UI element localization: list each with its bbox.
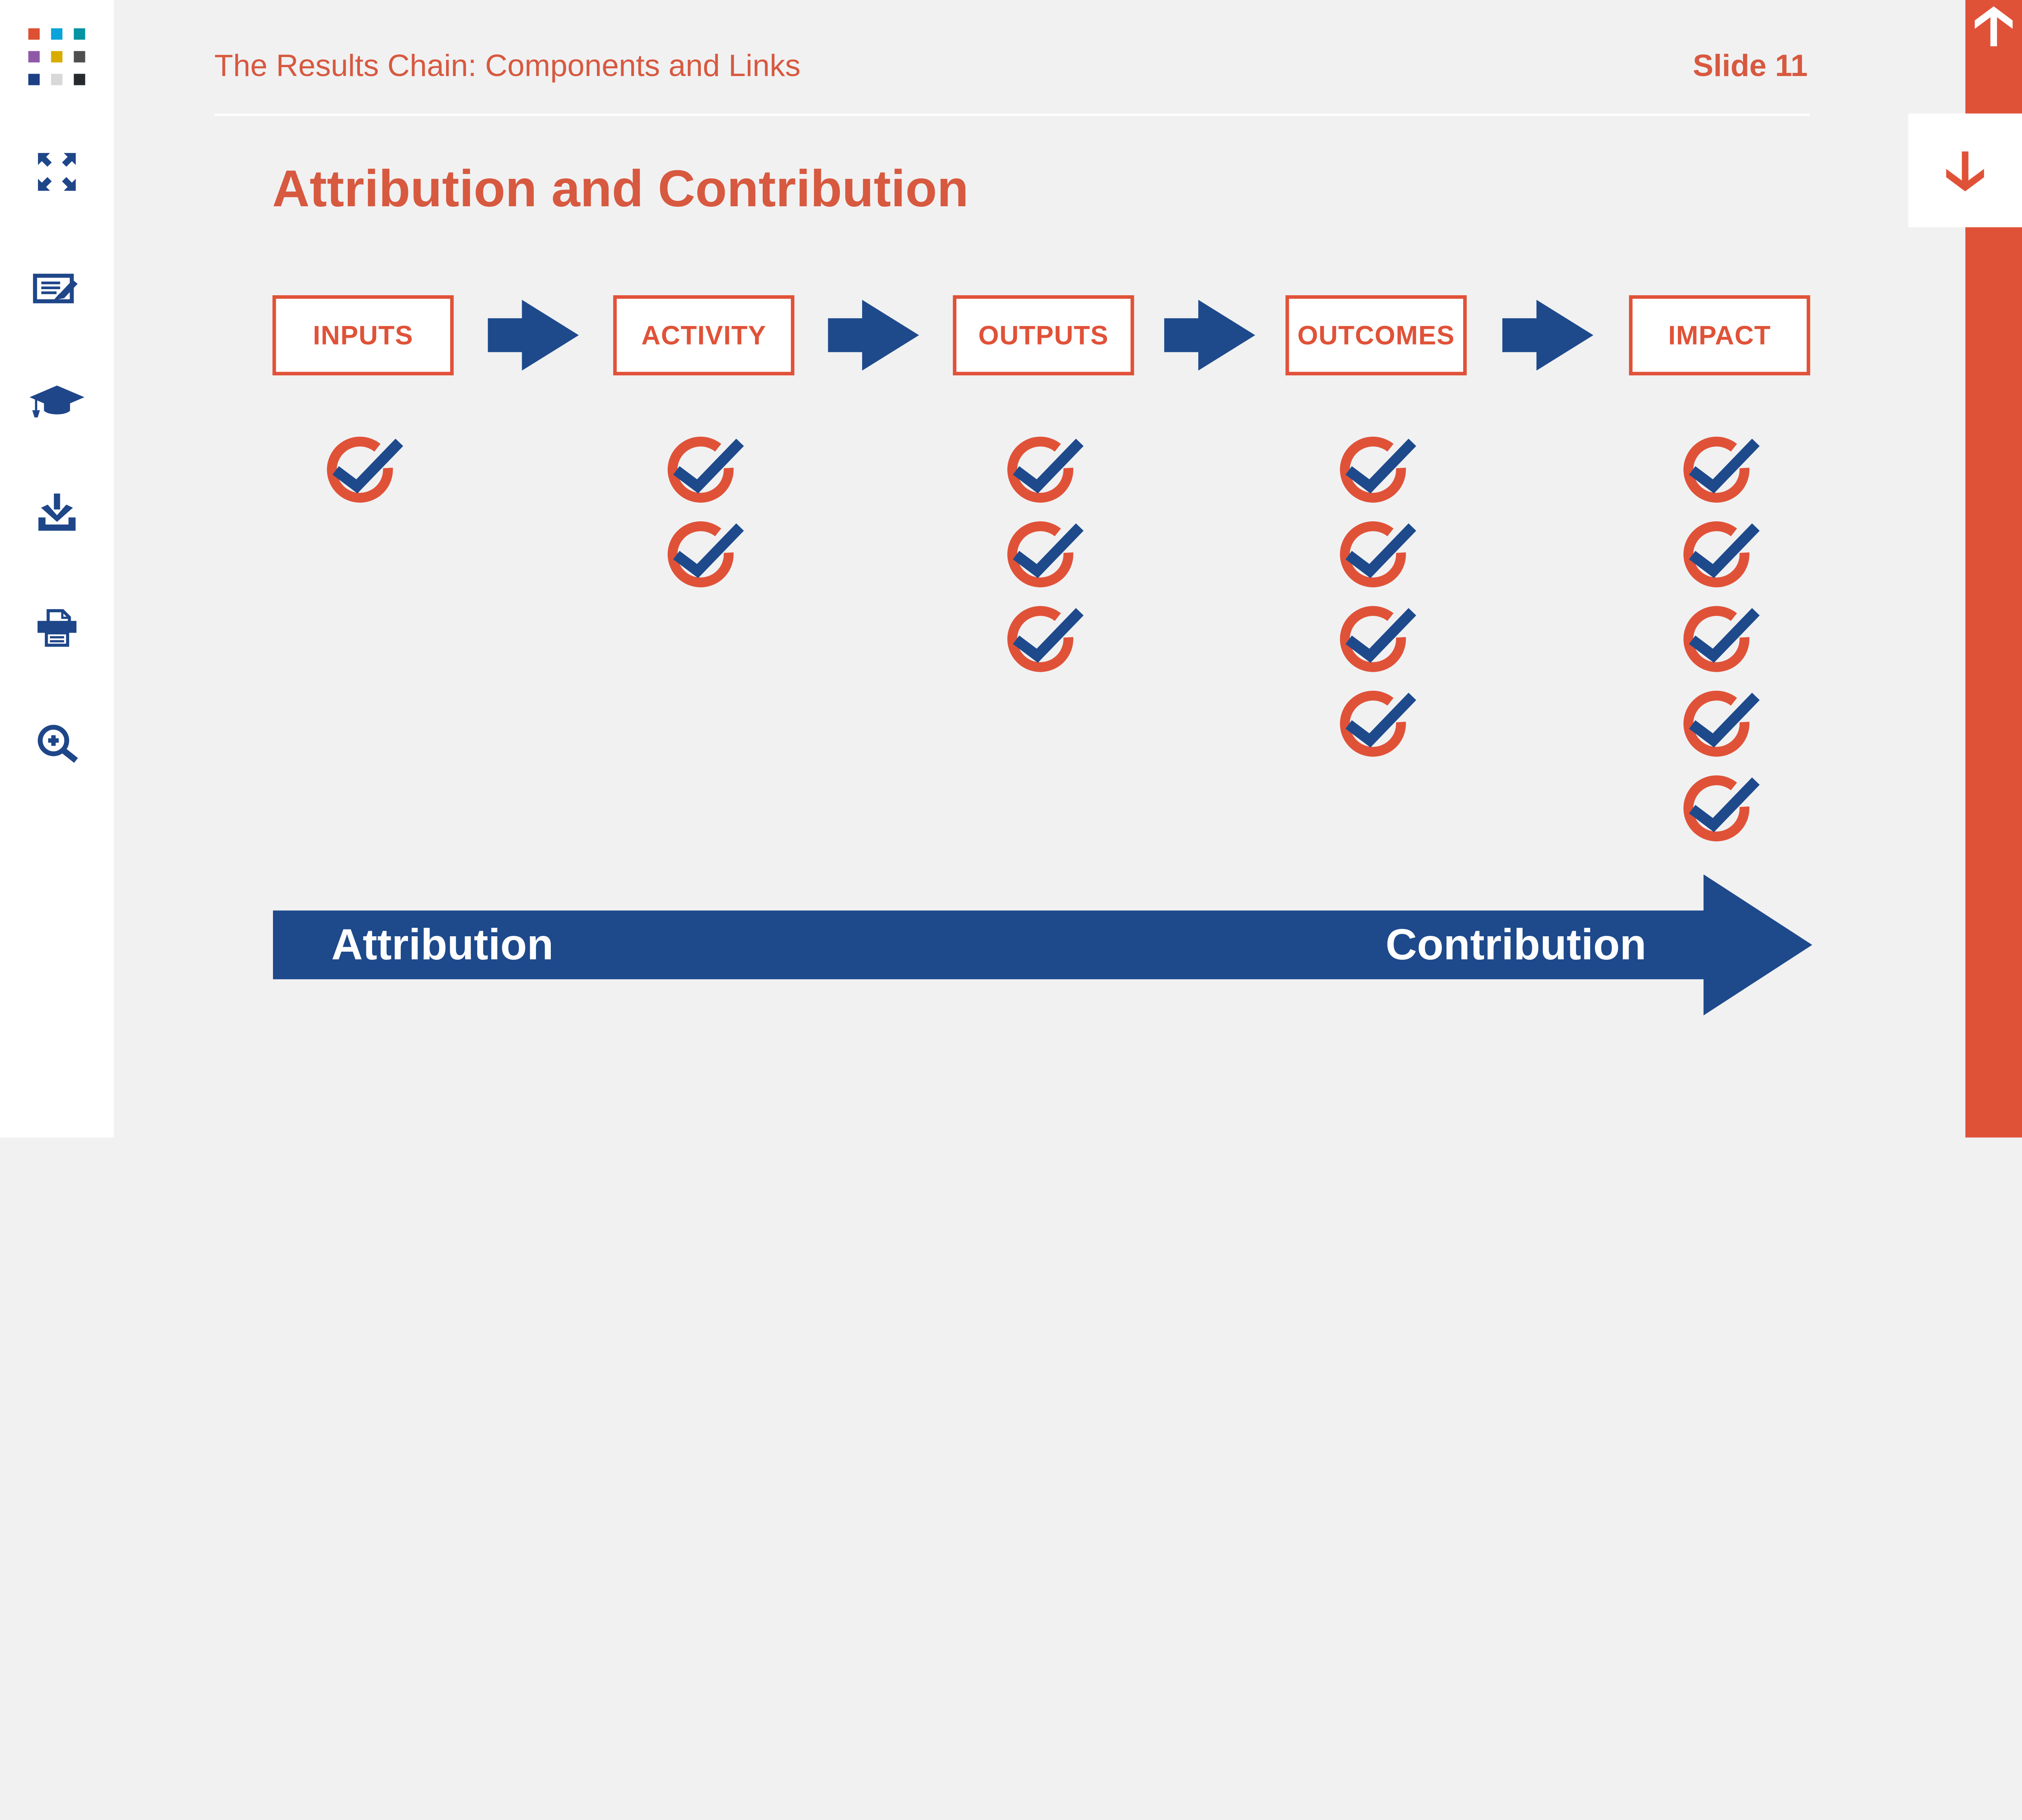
nav-down-button[interactable] <box>1946 151 1984 192</box>
sidebar <box>0 0 114 1138</box>
check-icon <box>1680 597 1760 673</box>
nav-down-panel <box>1908 113 2022 227</box>
logo-cell-sky-blue <box>51 28 63 40</box>
circle-check-glyph <box>1683 690 1760 757</box>
check-icon <box>1004 512 1084 588</box>
circle-check-glyph <box>1340 690 1416 757</box>
slide-title: Attribution and Contribution <box>272 159 969 218</box>
chain-box-label: INPUTS <box>313 320 413 350</box>
nav-up-button[interactable] <box>1975 6 2013 47</box>
note-edit-icon <box>33 273 78 303</box>
spectrum-left-label: Attribution <box>331 920 554 969</box>
chain-arrow-icon <box>1164 300 1255 371</box>
chain-arrow-icon <box>1502 300 1593 371</box>
chain-box-outputs: OUTPUTS <box>953 295 1134 376</box>
check-icon <box>1680 766 1760 842</box>
check-icon <box>1337 597 1416 673</box>
check-icon <box>324 427 403 503</box>
check-icon <box>664 427 744 503</box>
check-icon <box>1337 512 1416 588</box>
check-icon <box>1337 427 1416 503</box>
graduation-cap-icon <box>29 385 85 418</box>
chain-box-impact: IMPACT <box>1629 295 1810 376</box>
header-divider <box>214 114 1810 116</box>
chain-box-outcomes: OUTCOMES <box>1285 295 1467 376</box>
check-icon <box>1680 427 1760 503</box>
check-icon <box>1004 427 1084 503</box>
chain-box-label: OUTCOMES <box>1297 320 1455 350</box>
brand-logo[interactable] <box>28 28 85 85</box>
check-icon <box>1680 681 1760 757</box>
circle-check-glyph <box>667 521 744 588</box>
circle-check-glyph <box>1683 436 1760 503</box>
circle-check-glyph <box>1007 436 1084 503</box>
circle-check-glyph <box>1683 606 1760 672</box>
check-icon <box>664 512 744 588</box>
right-arrow-glyph <box>1164 300 1255 371</box>
download-button[interactable] <box>27 487 87 540</box>
check-icon <box>1004 597 1084 673</box>
chain-box-activity: ACTIVITY <box>613 295 795 376</box>
expand-icon <box>38 153 76 191</box>
check-icon <box>1337 681 1416 757</box>
chain-box-label: OUTPUTS <box>978 320 1109 350</box>
chain-arrow-icon <box>828 300 919 371</box>
logo-cell-orange <box>28 28 40 40</box>
circle-check-glyph <box>1007 606 1084 672</box>
print-button[interactable] <box>27 603 87 656</box>
player-window: The Results Chain: Components and Links … <box>0 0 2022 1138</box>
circle-check-glyph <box>1683 521 1760 588</box>
chain-box-inputs: INPUTS <box>272 295 454 376</box>
circle-check-glyph <box>327 436 403 503</box>
circle-check-glyph <box>1007 521 1084 588</box>
chain-arrow-icon <box>488 300 579 371</box>
circle-check-glyph <box>1340 521 1416 588</box>
logo-cell-gold <box>51 51 63 63</box>
check-icon <box>1680 512 1760 588</box>
circle-check-glyph <box>1340 436 1416 503</box>
spectrum-right-label: Contribution <box>1385 920 1647 969</box>
circle-check-glyph <box>1683 775 1760 842</box>
notes-button[interactable] <box>27 262 87 315</box>
chain-box-label: ACTIVITY <box>641 320 766 350</box>
arrow-up-icon <box>1975 6 2013 47</box>
arrow-down-icon <box>1946 151 1984 192</box>
logo-cell-navy <box>28 74 40 85</box>
fullscreen-button[interactable] <box>27 145 87 198</box>
logo-cell-charcoal <box>74 74 85 85</box>
logo-cell-teal <box>74 28 85 40</box>
zoom-button[interactable] <box>27 717 87 770</box>
circle-check-glyph <box>667 436 744 503</box>
logo-cell-light-gray <box>51 74 63 85</box>
zoom-in-icon <box>38 724 78 763</box>
learning-button[interactable] <box>27 377 87 430</box>
right-arrow-glyph <box>488 300 579 371</box>
spectrum-arrow-icon <box>273 874 1813 1016</box>
circle-check-glyph <box>1340 606 1416 672</box>
download-icon <box>38 493 76 531</box>
logo-cell-gray <box>74 51 85 63</box>
right-arrow-glyph <box>828 300 919 371</box>
spectrum-arrow: Attribution Contribution <box>273 874 1813 1016</box>
printer-icon <box>37 609 76 647</box>
right-arrow-glyph <box>1502 300 1593 371</box>
chain-box-label: IMPACT <box>1668 320 1771 350</box>
lesson-title: The Results Chain: Components and Links <box>214 48 801 83</box>
slide-number: Slide 11 <box>1692 48 1808 83</box>
logo-cell-purple <box>28 51 40 63</box>
